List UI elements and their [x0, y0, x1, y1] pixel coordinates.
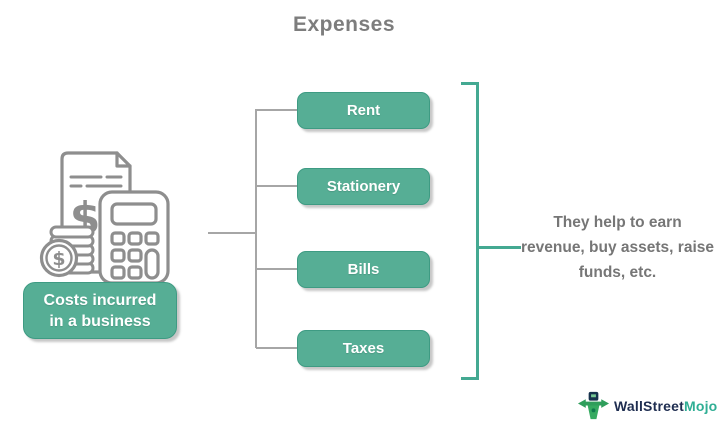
bracket-vertical [476, 82, 479, 380]
connector-branch-stationery [256, 185, 297, 187]
connector-trunk [255, 109, 257, 348]
connector-branch-taxes [256, 347, 297, 349]
bracket-bottom-tick [461, 377, 479, 380]
bull-icon [577, 391, 610, 420]
invoice-calculator-coins-icon: $ $ [39, 151, 170, 285]
bracket-middle-tick [479, 246, 521, 249]
calculator [98, 190, 170, 285]
connector-stem [208, 232, 256, 234]
bracket-top-tick [461, 82, 479, 85]
source-label-text: Costs incurred in a business [43, 291, 157, 330]
logo-text: WallStreetMojo [614, 398, 717, 414]
svg-text:$: $ [52, 248, 65, 270]
logo-text-wallstreet: WallStreet [614, 397, 684, 414]
source-label-box: Costs incurred in a business [23, 282, 177, 339]
dollar-coin: $ [39, 238, 79, 278]
logo-text-mojo: Mojo [683, 397, 718, 414]
wallstreetmojo-logo: WallStreetMojo [577, 389, 717, 422]
document-fold [115, 151, 132, 168]
benefit-note: They help to earn revenue, buy assets, r… [520, 214, 714, 281]
expense-box-bills: Bills [297, 251, 430, 288]
expense-box-stationery: Stationery [297, 168, 430, 205]
connector-branch-rent [256, 109, 297, 111]
document-lines [69, 175, 123, 188]
page-title: Expenses [292, 13, 396, 36]
expense-box-taxes: Taxes [297, 330, 430, 367]
connector-branch-bills [256, 268, 297, 270]
expense-box-rent: Rent [297, 92, 430, 129]
